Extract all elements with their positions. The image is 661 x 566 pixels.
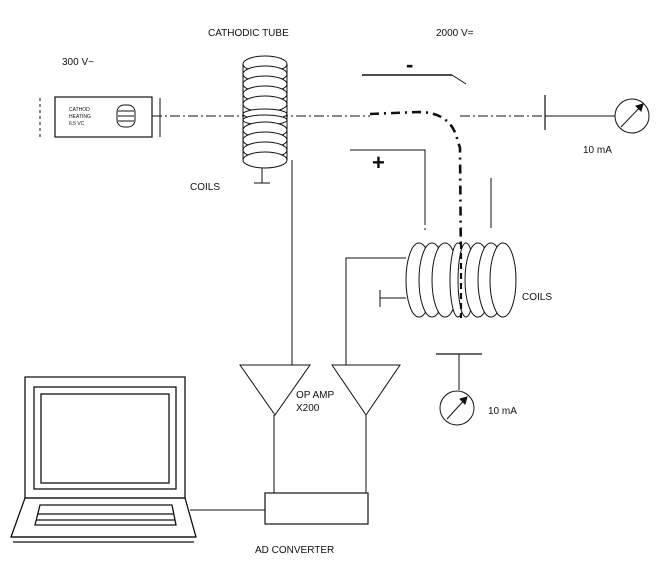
- tube-coil-stack: [242, 55, 288, 169]
- heater-coil-icon: [116, 104, 136, 128]
- deflection-coil-stack: [405, 242, 517, 318]
- cathode-heater-box: [54, 96, 153, 138]
- gain-label: X200: [296, 403, 320, 414]
- wire-coil-to-opamp-2: [345, 257, 406, 365]
- meter-bottom-reading: 10 mA: [488, 406, 517, 417]
- negative-sign: -: [406, 52, 413, 77]
- coils-top-label: COILS: [190, 182, 220, 193]
- meter-top-reading: 10 mA: [583, 145, 612, 156]
- ammeter-bottom-icon: [439, 390, 475, 426]
- cathodic-tube-label: CATHODIC TUBE: [208, 28, 289, 39]
- ammeter-top-icon: [614, 98, 650, 134]
- ad-converter-box: [264, 492, 369, 525]
- cathode-box-line3: 6.5 VC: [69, 121, 85, 127]
- cathode-box-line1: CATHOD: [69, 107, 90, 113]
- op-amp-2-symbol: [331, 364, 401, 416]
- cathode-box-line2: HEATING: [69, 114, 91, 120]
- negative-plate-switch: [451, 74, 467, 85]
- op-amp-label: OP AMP: [296, 390, 334, 401]
- ad-converter-label: AD CONVERTER: [255, 545, 334, 556]
- laptop-icon: [10, 376, 197, 543]
- anode-voltage-label: 2000 V=: [436, 28, 474, 39]
- positive-sign: +: [372, 150, 385, 175]
- deflection-plate-positive: [350, 149, 426, 225]
- op-amp-1-symbol: [239, 364, 311, 416]
- deflected-beam-path: [369, 110, 463, 271]
- coils-right-label: COILS: [522, 292, 552, 303]
- heater-voltage-label: 300 V~: [62, 57, 94, 68]
